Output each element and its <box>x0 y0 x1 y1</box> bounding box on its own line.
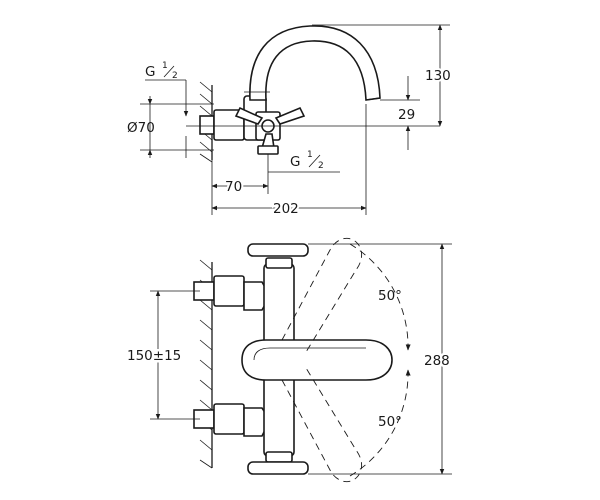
thread-upper-num: 1 <box>162 61 168 71</box>
dim-150-label: 150±15 <box>127 348 181 364</box>
svg-text:G: G <box>290 154 300 170</box>
angle-upper-label: 50° <box>378 288 402 304</box>
dim-70-label: 70 <box>225 179 242 195</box>
dim-130-label: 130 <box>425 68 451 84</box>
wall-connector-lower <box>193 403 271 437</box>
angle-lower-label: 50° <box>378 414 402 430</box>
dim-29-label: 29 <box>398 107 415 123</box>
swing-arc-upper <box>349 243 411 351</box>
thread-lower-base: G <box>290 154 300 170</box>
dimension-288: 288 <box>308 243 452 475</box>
swing-arc-lower <box>349 369 411 477</box>
thread-upper-den: 2 <box>172 71 178 81</box>
front-elevation-view: 50° 50° 150±15 288 <box>125 237 452 483</box>
dim-288-label: 288 <box>424 353 450 369</box>
diameter-label: Ø70 <box>127 120 155 136</box>
thread-label-upper: G 1 2 <box>145 61 189 158</box>
spout-highlight <box>253 347 366 361</box>
thread-label-lower: G 1 2 <box>267 150 340 173</box>
thread-upper-base: G <box>145 64 155 80</box>
spout-rotated-down <box>281 367 363 483</box>
top-elevation-view: Ø70 G 1 2 G 1 2 70 <box>127 24 453 219</box>
svg-text:G: G <box>145 64 155 80</box>
dimension-diameter: Ø70 <box>127 96 214 158</box>
dimension-150: 150±15 <box>125 290 200 420</box>
dimension-202: 202 <box>211 104 367 219</box>
dimension-130: 130 <box>312 24 453 127</box>
thread-lower-den: 2 <box>318 161 324 171</box>
dimension-29: 29 <box>380 76 420 150</box>
dim-202-label: 202 <box>273 201 299 217</box>
spout-front <box>241 339 393 381</box>
dimension-70: 70 <box>211 160 269 215</box>
thread-lower-num: 1 <box>307 150 313 160</box>
spout <box>244 25 381 101</box>
